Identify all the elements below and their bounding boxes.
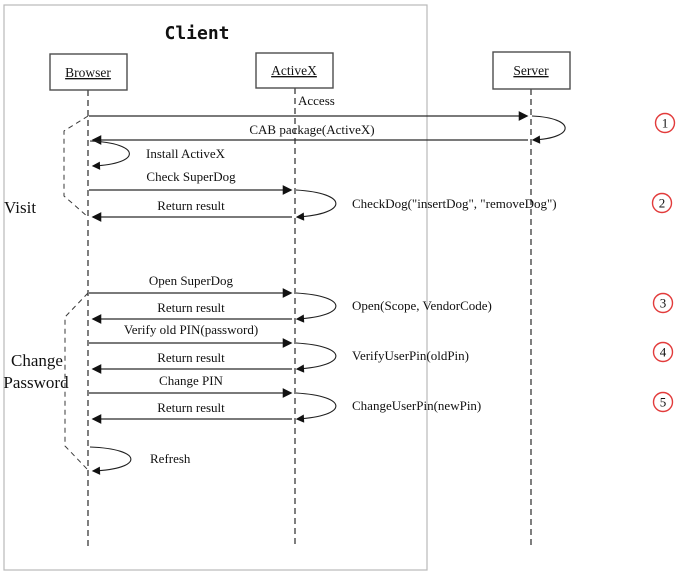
msg-cab-package-label: CAB package(ActiveX) — [249, 122, 374, 137]
server-box — [492, 51, 571, 90]
visit-section-bracket — [63, 115, 89, 218]
section-label-change: Change — [11, 351, 63, 370]
msg-access-label: Access — [298, 93, 335, 108]
msg-verify-old-pin-label: Verify old PIN(password) — [124, 322, 258, 337]
browser-label: Browser — [65, 65, 111, 80]
msg-return-result-4-label: Return result — [157, 400, 225, 415]
msg-return-result-1-label: Return result — [157, 198, 225, 213]
step-badge-4-circle — [652, 341, 674, 363]
server-label: Server — [513, 63, 549, 78]
msg-open-superdog-label: Open SuperDog — [149, 273, 234, 288]
step-badge-3: 3 — [652, 292, 674, 314]
step-badge-1-number: 1 — [662, 116, 669, 131]
step-badge-2-circle — [651, 192, 673, 214]
verify-self-loop — [295, 342, 337, 373]
checkdog-call-label: CheckDog("insertDog", "removeDog") — [352, 196, 557, 211]
actor-activex: ActiveX — [255, 52, 334, 89]
install-activex-self-loop — [89, 140, 130, 170]
actor-browser: Browser — [49, 53, 128, 91]
step-badge-5-number: 5 — [660, 395, 667, 410]
msg-return-result-2-label: Return result — [157, 300, 225, 315]
msg-change-pin-label: Change PIN — [159, 373, 224, 388]
section-label-visit: Visit — [4, 198, 36, 217]
activex-box — [255, 52, 334, 89]
step-badge-5-circle — [652, 391, 674, 413]
open-self-loop — [295, 292, 337, 323]
server-self-loop — [531, 115, 566, 144]
step-badge-1: 1 — [654, 112, 676, 134]
msg-return-result-3-label: Return result — [157, 350, 225, 365]
step-badge-3-circle — [652, 292, 674, 314]
msg-install-activex-label: Install ActiveX — [146, 146, 226, 161]
refresh-self-loop — [89, 446, 132, 475]
actor-server: Server — [492, 51, 571, 90]
msg-refresh-label: Refresh — [150, 451, 191, 466]
step-badge-4-number: 4 — [660, 345, 667, 360]
step-badge-2-number: 2 — [659, 196, 666, 211]
change-call-label: ChangeUserPin(newPin) — [352, 398, 481, 413]
section-label-password: Password — [3, 373, 69, 392]
diagram-title: Client — [164, 23, 229, 44]
msg-check-superdog-label: Check SuperDog — [146, 169, 236, 184]
client-boundary-box — [3, 4, 428, 571]
step-badge-3-number: 3 — [660, 296, 667, 311]
step-badge-5: 5 — [652, 391, 674, 413]
step-badge-1-circle — [654, 112, 676, 134]
step-badge-2: 2 — [651, 192, 673, 214]
checkdog-self-loop — [295, 189, 337, 221]
activex-label: ActiveX — [271, 63, 317, 78]
change-self-loop — [295, 392, 337, 423]
open-call-label: Open(Scope, VendorCode) — [352, 298, 492, 313]
verify-call-label: VerifyUserPin(oldPin) — [352, 348, 469, 363]
browser-box — [49, 53, 128, 91]
step-badge-4: 4 — [652, 341, 674, 363]
